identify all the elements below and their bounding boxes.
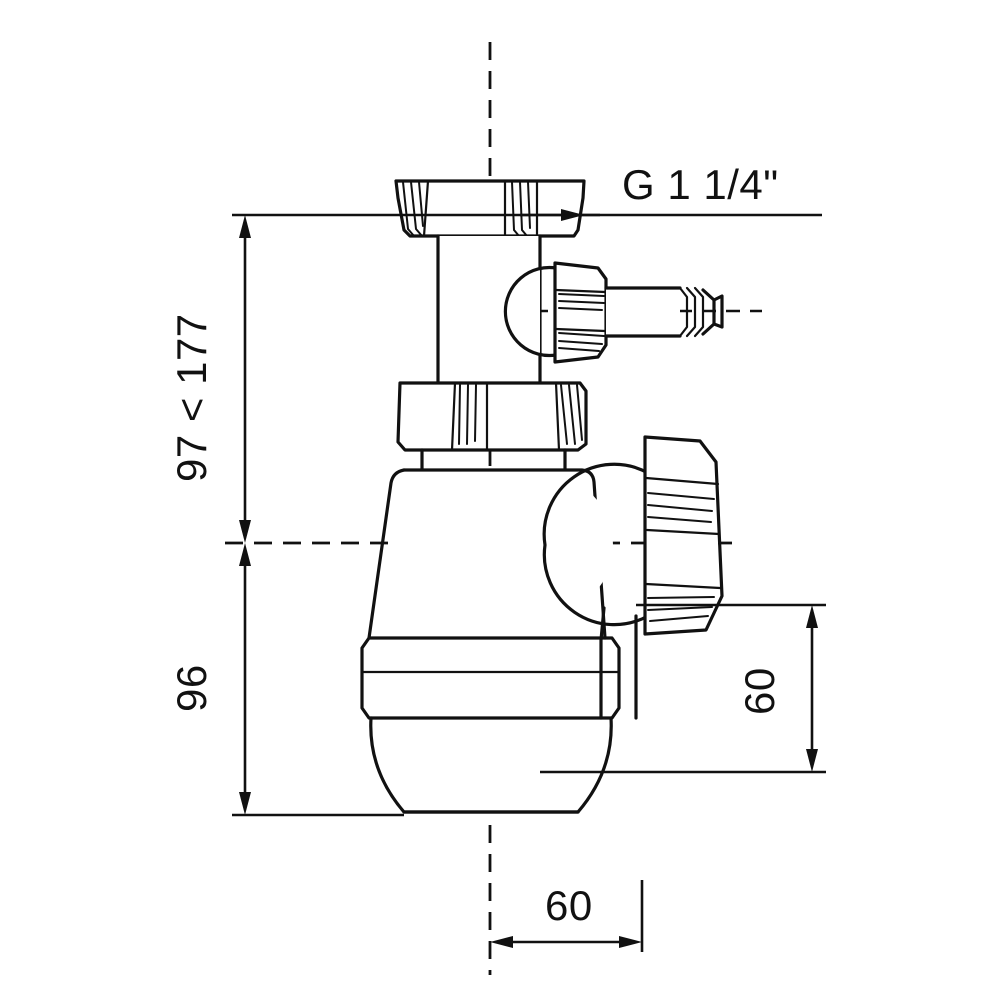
- dimension-outlet-height: 60: [540, 603, 826, 774]
- body-nut-outline: [396, 381, 588, 452]
- hose-barb-end-cap: [712, 294, 724, 329]
- arrow-up-97: [239, 215, 251, 238]
- arrow-left-60-horiz: [490, 936, 513, 948]
- dimension-label-60-horizontal: 60: [545, 882, 593, 929]
- thread-leader-arrow: [561, 209, 584, 221]
- arrow-down-97: [239, 520, 251, 543]
- outlet-nut-outline: [643, 435, 724, 636]
- spigot-nut-band-bot: [554, 327, 607, 333]
- hose-barb-1: [678, 286, 689, 338]
- spigot-nut-band-top: [554, 288, 607, 294]
- outlet-nut-band-top: [644, 476, 720, 486]
- dimension-label-60-vertical: 60: [736, 667, 783, 715]
- outlet-elbow-bulb: [542, 462, 650, 627]
- body-nut: [396, 381, 588, 474]
- outlet-elbow: [542, 462, 650, 720]
- dimension-label-96: 96: [168, 664, 215, 712]
- arrow-up-96: [239, 543, 251, 566]
- arrow-up-60-vert: [806, 605, 818, 628]
- trap-bowl-upper: [402, 468, 607, 640]
- hose-barb-2: [685, 286, 697, 338]
- body-nut-rib-left: [450, 381, 457, 452]
- outlet-elbow-neck: [599, 606, 606, 720]
- outlet-nut-band-mid: [645, 528, 721, 536]
- thread-label: G 1 1/4": [622, 161, 779, 208]
- body-nut-rib-right: [554, 381, 561, 452]
- dimension-label-97-177: 97 < 177: [168, 313, 215, 482]
- inlet-nut: [394, 179, 586, 238]
- inlet-nut-left-rib: [422, 179, 430, 238]
- trap-bowl-upper-left: [367, 468, 406, 640]
- arrow-right-60-horiz: [619, 936, 642, 948]
- spigot-nut: [553, 261, 608, 364]
- hose-barb-3: [693, 286, 705, 338]
- outlet-nut: [643, 435, 724, 636]
- dimension-height-adjustable: 97 < 177: [168, 213, 600, 543]
- arrow-down-96: [239, 792, 251, 815]
- arrow-down-60-vert: [806, 749, 818, 772]
- dimension-outlet-offset: 60: [490, 880, 644, 952]
- thread-callout: G 1 1/4": [520, 161, 822, 221]
- dimension-height-bowl: 96: [168, 543, 404, 817]
- outlet-nut-band-low: [644, 582, 722, 590]
- side-inlet-spigot: [500, 261, 724, 364]
- spigot-bulb: [503, 265, 558, 358]
